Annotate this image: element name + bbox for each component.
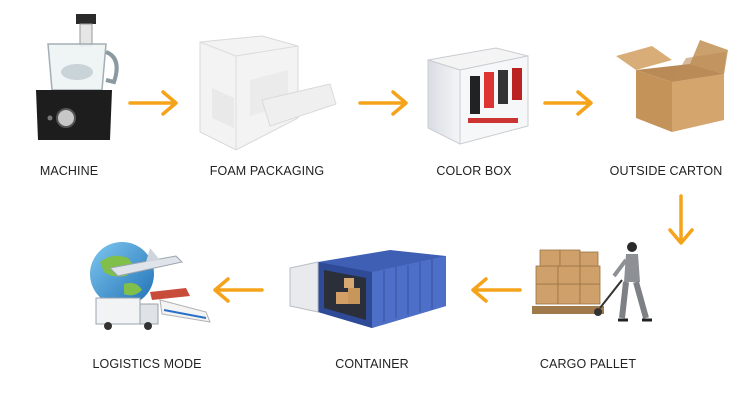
step-label-container: CONTAINER [335,357,409,371]
step-label-machine: MACHINE [39,164,99,178]
arrow-6 [213,277,264,303]
foam-packaging-image [199,35,337,151]
food-processor-image [36,14,119,140]
step-label-outside-carton: OUTSIDE CARTON [609,164,723,178]
cargo-pallet-image [532,242,652,322]
arrow-5 [471,277,522,303]
outside-carton-image [616,40,728,132]
step-label-logistics-mode: LOGISTICS MODE [92,357,202,371]
arrow-4 [668,194,694,245]
color-box-image [427,47,529,145]
logistics-mode-image [90,242,211,330]
step-label-cargo-pallet: CARGO PALLET [539,357,637,371]
arrow-2 [358,90,408,116]
arrow-3 [543,90,593,116]
container-image [289,250,446,328]
step-label-color-box: COLOR BOX [436,164,512,178]
step-label-foam-packaging: FOAM PACKAGING [209,164,325,178]
arrow-1 [128,90,178,116]
